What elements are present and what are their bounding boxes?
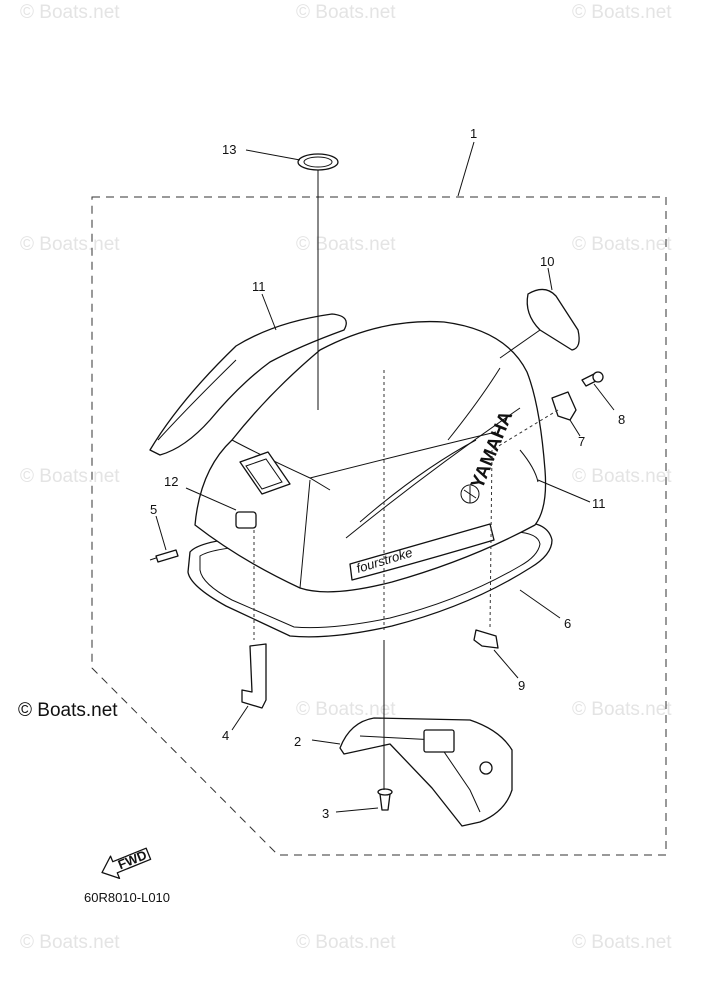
- part-4-hook: [241, 643, 267, 709]
- watermark: © Boats.net: [296, 234, 396, 255]
- copyright-label: © Boats.net: [18, 700, 118, 721]
- callout-number: 4: [222, 728, 229, 743]
- cowling-stripe-upper: [447, 367, 501, 441]
- air-intake-inner: [245, 458, 283, 490]
- callout-number: 1: [470, 126, 477, 141]
- callout-number: 11: [592, 496, 606, 511]
- part-12-plate: [235, 511, 257, 529]
- callout-number: 12: [164, 474, 178, 489]
- fwd-arrow-icon: FWD: [101, 847, 152, 880]
- grip-inner-line: [359, 735, 481, 813]
- fourstroke-decal: [349, 523, 495, 581]
- callout-number: 7: [578, 434, 585, 449]
- watermark: © Boats.net: [572, 466, 672, 487]
- watermark: © Boats.net: [20, 234, 120, 255]
- part-10-front-cover: [526, 288, 580, 351]
- watermark: © Boats.net: [572, 2, 672, 23]
- guide-line-front-cover: [499, 329, 541, 359]
- part-3-screw-head: [377, 788, 393, 796]
- part-5-rivet: [155, 549, 179, 563]
- part-8-screw-head: [592, 371, 604, 383]
- guide-line-bracket: [491, 409, 559, 451]
- cowling-stripe-lower: [345, 407, 521, 539]
- part-9-clip: [473, 629, 499, 649]
- part-7-bracket: [551, 391, 577, 421]
- callout-number: 3: [322, 806, 329, 821]
- callout-number: 9: [518, 678, 525, 693]
- watermark: © Boats.net: [572, 234, 672, 255]
- part-1-top-cowling: [194, 320, 547, 593]
- cowling-side-line: [299, 479, 311, 589]
- watermark: © Boats.net: [296, 699, 396, 720]
- diagram-code: 60R8010-L010: [84, 890, 170, 905]
- callout-number: 11: [252, 279, 266, 294]
- part-11-side-cover-right: [519, 449, 539, 483]
- part-3-screw: [379, 793, 391, 811]
- leader-lines: [155, 141, 615, 813]
- part-5-rivet-tip: [149, 557, 157, 561]
- part-11-side-cover-left: [149, 313, 347, 456]
- callout-number: 6: [564, 616, 571, 631]
- watermark: © Boats.net: [20, 466, 120, 487]
- grip-opening: [423, 729, 455, 753]
- callouts: 1 2 3 4 5 6 7 8 9 10 11 11 12 13: [150, 126, 625, 821]
- cowling-stripe-mid: [359, 439, 477, 523]
- watermark: © Boats.net: [20, 2, 120, 23]
- watermark: © Boats.net: [20, 932, 120, 953]
- yamaha-emblem-icon: [460, 484, 480, 504]
- callout-number: 5: [150, 502, 157, 517]
- watermark: © Boats.net: [296, 932, 396, 953]
- assembly-boundary: [91, 196, 667, 856]
- grip-hole: [479, 761, 493, 775]
- watermark: © Boats.net: [296, 2, 396, 23]
- part-13-grommet-inner: [303, 156, 333, 168]
- callout-number: 13: [222, 142, 236, 157]
- callout-number: 10: [540, 254, 554, 269]
- cowling-ridge: [309, 431, 497, 479]
- watermark: © Boats.net: [572, 699, 672, 720]
- callout-number: 8: [618, 412, 625, 427]
- watermark: © Boats.net: [572, 932, 672, 953]
- part-2-grip: [339, 717, 513, 827]
- fwd-label: FWD: [116, 847, 149, 872]
- callout-number: 2: [294, 734, 301, 749]
- side-cover-left-detail: [157, 359, 237, 441]
